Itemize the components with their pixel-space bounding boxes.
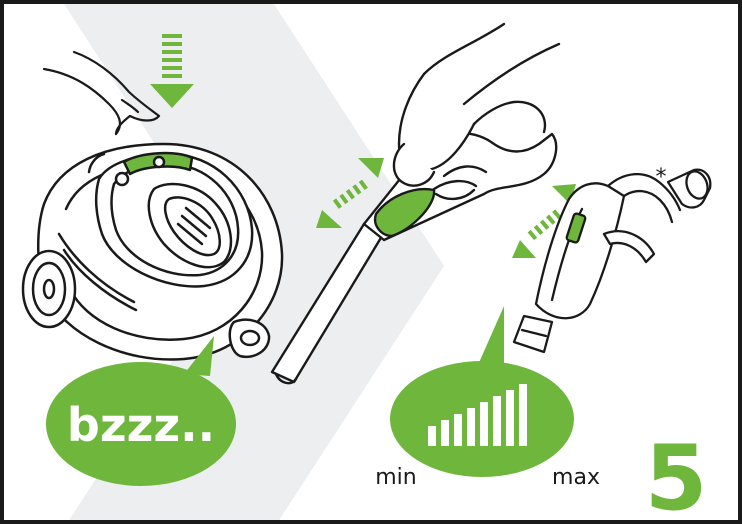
- footnote-mark: *: [656, 165, 667, 190]
- step-number: 5: [645, 426, 708, 524]
- vacuum-cleaner-icon: [23, 144, 282, 360]
- level-max-label: max: [552, 465, 600, 490]
- hose-handle-icon: [514, 168, 711, 352]
- sound-bubble: bzzz..: [46, 336, 236, 486]
- level-min-label: min: [375, 465, 417, 490]
- bubble-text: bzzz..: [67, 398, 215, 452]
- illustration: bzzz..: [4, 4, 742, 524]
